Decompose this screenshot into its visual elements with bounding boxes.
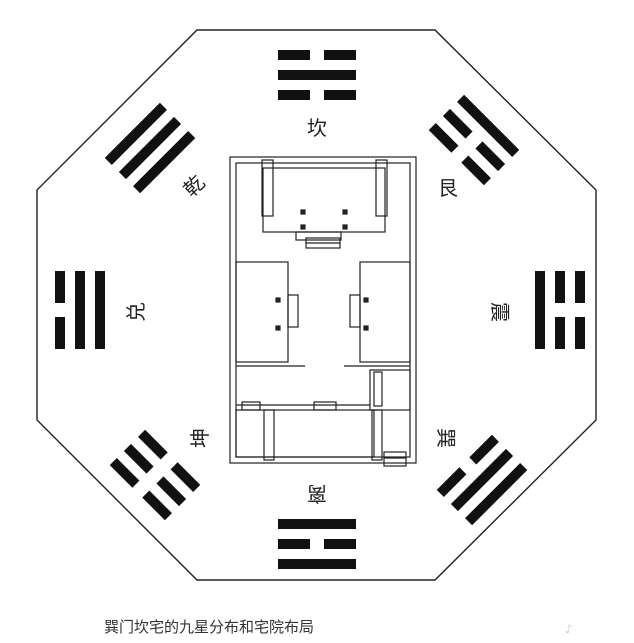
figure-caption: 巽门坎宅的九星分布和宅院布局 xyxy=(104,618,315,636)
trigram-e-symbol xyxy=(535,271,585,349)
yin-line-segment xyxy=(442,108,473,139)
yin-line-segment xyxy=(324,90,356,100)
trigram-se-symbol xyxy=(436,434,528,526)
yin-line-segment xyxy=(55,271,65,303)
east-wing xyxy=(344,261,411,367)
north-hall xyxy=(261,159,388,249)
trigram-w-symbol xyxy=(55,271,105,349)
yin-line-segment xyxy=(278,50,310,60)
yang-line xyxy=(278,70,356,80)
yin-line-segment xyxy=(55,317,65,349)
trigram-ne-label: 艮 xyxy=(438,176,458,200)
yin-line-segment xyxy=(555,271,565,303)
trigram-e-label: 震 xyxy=(488,302,512,322)
yin-line-segment xyxy=(575,271,585,303)
yang-line xyxy=(95,271,105,349)
yin-line-segment xyxy=(278,539,310,549)
yin-line-segment xyxy=(142,490,172,521)
trigram-se-label: 巽 xyxy=(434,428,458,448)
yin-line-segment xyxy=(575,317,585,349)
yang-line xyxy=(278,559,356,569)
yang-line xyxy=(133,131,196,194)
trigram-s-label: 离 xyxy=(307,482,327,506)
trigram-w-label: 兑 xyxy=(124,302,148,322)
yang-line xyxy=(535,271,545,349)
yin-line-segment xyxy=(123,443,154,474)
yang-line xyxy=(457,94,520,157)
trigram-sw-symbol xyxy=(109,429,201,521)
yin-line-segment xyxy=(324,539,356,549)
southeast-gate xyxy=(369,369,411,467)
trigram-n-symbol xyxy=(278,50,356,100)
yin-line-segment xyxy=(555,317,565,349)
yin-line-segment xyxy=(428,123,459,153)
yin-line-segment xyxy=(461,155,491,186)
yang-line xyxy=(465,463,528,526)
yin-line-segment xyxy=(170,462,201,492)
courtyard-plan xyxy=(229,156,417,467)
trigram-s-symbol xyxy=(278,519,356,569)
trigram-layer xyxy=(55,50,585,569)
yin-line-segment xyxy=(475,141,506,172)
yang-line xyxy=(75,271,85,349)
yin-line-segment xyxy=(138,429,168,460)
south-hall xyxy=(235,401,383,461)
yang-line xyxy=(450,448,514,512)
yin-line-segment xyxy=(469,434,499,465)
yin-line-segment xyxy=(156,476,187,507)
yin-line-segment xyxy=(278,90,310,100)
trigram-nw-symbol xyxy=(104,102,196,194)
outer-wall xyxy=(229,156,417,464)
yang-line xyxy=(118,116,182,180)
yang-line xyxy=(104,102,167,165)
yin-line-segment xyxy=(324,50,356,60)
watermark: ♪ xyxy=(565,622,573,636)
yang-line xyxy=(278,519,356,529)
yin-line-segment xyxy=(109,458,140,488)
trigram-ne-symbol xyxy=(428,94,520,186)
octagon-frame xyxy=(36,29,597,581)
trigram-nw-label: 乾 xyxy=(178,170,209,201)
yin-line-segment xyxy=(436,467,467,497)
trigram-n-label: 坎 xyxy=(307,116,327,140)
trigram-sw-label: 坤 xyxy=(188,428,212,448)
west-wing xyxy=(235,261,305,367)
